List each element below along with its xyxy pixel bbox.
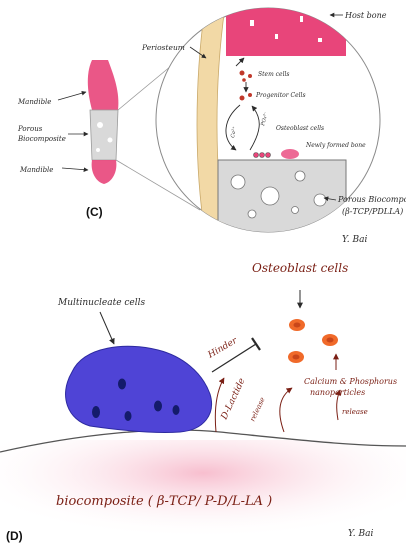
panel-d-label: (D) (6, 529, 23, 543)
biocomposite-surface-glow (0, 440, 406, 550)
hinder-bar (251, 337, 261, 351)
label-po-ion: PO₄³⁻ (260, 111, 270, 127)
signature-c: Y. Bai (342, 235, 367, 245)
mandible-bottom-arrow (61, 167, 89, 173)
progenitor-cells (239, 93, 252, 101)
panel-c: Host bone Periosteum Stem cells Progenit… (17, 7, 406, 245)
stem-cells (239, 70, 252, 82)
label-porous-biocomposite-1: Porous Biocomposite (337, 195, 406, 204)
label-osteoblast-cells: Osteoblast cells (276, 125, 324, 132)
label-porous-biocomposite-2: (β-TCP/PDLLA) (342, 207, 403, 216)
label-multinucleate-cells: Multinucleate cells (57, 298, 146, 308)
mandible-top-arrow (57, 90, 87, 101)
porous-biocomposite-arrow (323, 196, 337, 202)
label-mandible-bottom: Mandible (19, 166, 53, 174)
ion-release-arrow (249, 105, 260, 151)
label-mandible-top: Mandible (17, 98, 51, 106)
panel-c-label: (C) (86, 205, 103, 219)
label-newly-formed-bone: Newly formed bone (305, 142, 366, 149)
periosteum-to-stem-arrow (235, 57, 245, 67)
periosteum-arrow (189, 46, 207, 59)
label-progenitor-cells: Progenitor Cells (255, 92, 306, 99)
multinucleate-cell (65, 345, 212, 434)
zoom-circle (155, 7, 381, 233)
label-ca-ion: Ca²⁺ (230, 126, 238, 139)
biocomposite-surface-line (0, 429, 406, 453)
d-lactide-release-arrow (214, 377, 225, 433)
label-periosteum: Periosteum (141, 43, 185, 52)
multinucleate-arrow (99, 311, 115, 345)
osteoblast-cells (288, 319, 338, 363)
signature-d: Y. Bai (348, 529, 373, 539)
nanoparticle-release-arrow (279, 387, 293, 433)
label-calcium-phosphorus-1: Calcium & Phosphorus (304, 377, 397, 386)
mandible-bone-illustration (87, 60, 119, 184)
label-release-left: release (249, 396, 267, 423)
label-osteoblast-cells-d: Osteoblast cells (252, 261, 348, 275)
panel-d: Multinucleate cells Osteoblast cells Hin… (0, 261, 406, 550)
zoom-line-bottom (115, 159, 201, 211)
label-host-bone: Host bone (344, 11, 387, 20)
right-release-arrow (335, 389, 341, 421)
label-stem-cells: Stem cells (258, 71, 290, 78)
hinder-inhibition-line (211, 343, 257, 373)
label-biocomposite: biocomposite ( β-TCP/ P-D/L-LA ) (56, 494, 272, 509)
label-porous-left-1: Porous (17, 125, 43, 133)
label-calcium-phosphorus-2: nanoparticles (310, 388, 365, 397)
label-release-right: release (342, 408, 368, 416)
label-d-lactide: D-Lactide (219, 377, 247, 422)
label-porous-left-2: Biocomposite (17, 135, 66, 143)
progenitor-to-osteoblast-arrow (225, 104, 241, 151)
